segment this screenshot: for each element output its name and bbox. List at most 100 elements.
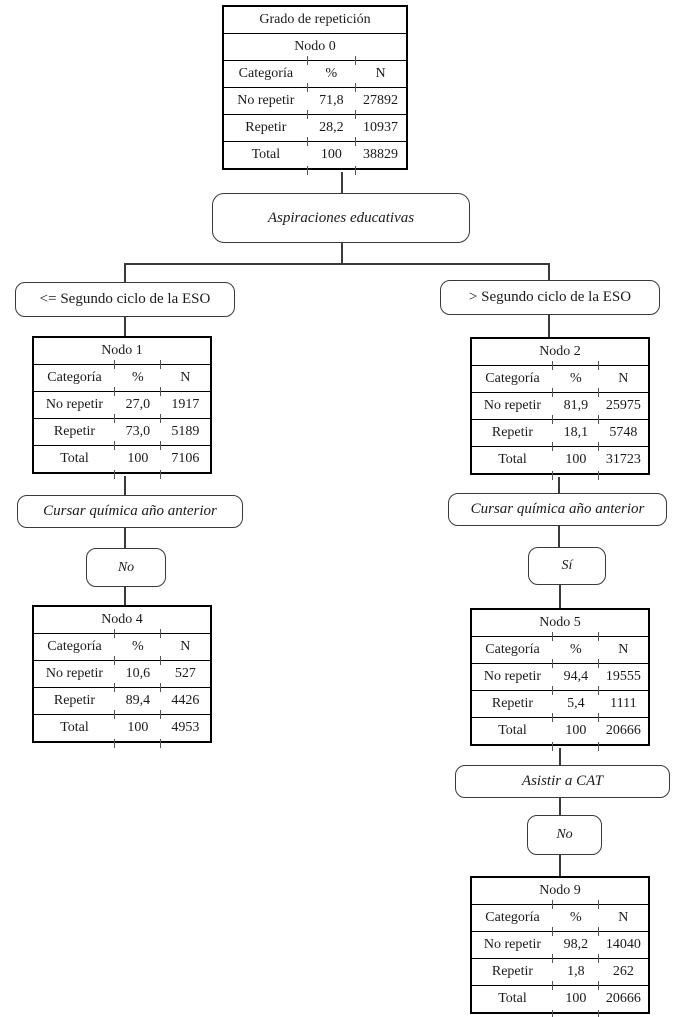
column-header-categoria: Categoría <box>238 66 294 81</box>
branch-value-label: Sí <box>561 558 573 573</box>
cell-percent: 100 <box>114 441 161 479</box>
cell-category: Total <box>60 720 89 735</box>
table-row: Repetir 28,2 10937 <box>224 110 406 141</box>
table-row: Repetir 1,8 262 <box>472 954 648 985</box>
cell-n: 38829 <box>354 137 406 175</box>
column-header-categoria: Categoría <box>485 371 540 386</box>
column-header-percent: % <box>114 360 161 391</box>
connector-line <box>124 317 126 336</box>
branch-condition-left: <= Segundo ciclo de la ESO <box>15 282 235 317</box>
split-variable-label: Asistir a CAT <box>521 773 604 789</box>
node-1-id: Nodo 1 <box>101 343 143 358</box>
column-header-n: N <box>160 629 210 660</box>
cell-percent: 18,1 <box>552 415 599 446</box>
connector-line <box>548 263 550 280</box>
cell-percent: 94,4 <box>552 659 599 690</box>
cell-category: Repetir <box>53 424 96 439</box>
connector-line <box>124 263 549 265</box>
cell-percent: 71,8 <box>307 83 355 114</box>
cell-category: Repetir <box>491 425 534 440</box>
table-row-total: Total 100 20666 <box>472 713 648 751</box>
cell-percent: 100 <box>552 442 599 480</box>
node-0-table: Grado de repetición Nodo 0 Categoría % N… <box>222 5 408 175</box>
table-row-total: Total 100 20666 <box>472 981 648 1017</box>
cell-n: 20666 <box>598 713 648 751</box>
table-row-total: Total 100 31723 <box>472 442 648 480</box>
node-9-id: Nodo 9 <box>539 883 581 898</box>
cell-n: 14040 <box>598 927 648 958</box>
node-2-table: Nodo 2 Categoría % N No repetir 81,9 259… <box>470 337 650 480</box>
connector-line <box>559 855 561 876</box>
node-4-id: Nodo 4 <box>101 612 143 627</box>
cell-n: 27892 <box>354 83 406 114</box>
split-variable-label: Cursar química año anterior <box>470 501 645 517</box>
column-header-n: N <box>598 632 648 663</box>
cell-n: 10937 <box>354 110 406 141</box>
split-variable-quimica-right: Cursar química año anterior <box>448 493 667 526</box>
branch-value-si: Sí <box>528 547 606 585</box>
split-variable-label: Cursar química año anterior <box>43 503 217 519</box>
connector-line <box>124 528 126 548</box>
node-4-table: Nodo 4 Categoría % N No repetir 10,6 527… <box>32 605 212 748</box>
split-variable-cat: Asistir a CAT <box>455 765 670 798</box>
cell-n: 31723 <box>598 442 648 480</box>
table-row: No repetir 81,9 25975 <box>472 388 648 419</box>
cell-category: Repetir <box>245 120 287 135</box>
cell-percent: 100 <box>307 137 355 175</box>
branch-condition-label: <= Segundo ciclo de la ESO <box>39 291 211 307</box>
cell-percent: 100 <box>552 981 599 1017</box>
cell-category: No repetir <box>45 397 104 412</box>
cell-percent: 100 <box>552 713 599 751</box>
table-header-row: Categoría % N <box>472 361 648 392</box>
cell-n: 7106 <box>160 441 210 479</box>
node-5-table: Nodo 5 Categoría % N No repetir 94,4 195… <box>470 608 650 751</box>
cell-percent: 73,0 <box>114 414 161 445</box>
connector-line <box>558 477 560 493</box>
branch-value-no-left: No <box>86 548 166 587</box>
connector-line <box>558 526 560 547</box>
tree-title: Grado de repetición <box>259 12 371 27</box>
table-row: No repetir 94,4 19555 <box>472 659 648 690</box>
branch-value-label: No <box>556 827 573 842</box>
cell-category: Total <box>498 991 527 1006</box>
connector-line <box>559 748 561 765</box>
branch-value-no-right: No <box>527 815 602 855</box>
cell-category: Total <box>60 451 89 466</box>
cell-n: 5748 <box>598 415 648 446</box>
table-header-row: Categoría % N <box>34 629 210 660</box>
column-header-percent: % <box>552 632 599 663</box>
column-header-percent: % <box>307 56 355 87</box>
table-row-total: Total 100 4953 <box>34 710 210 748</box>
cell-percent: 28,2 <box>307 110 355 141</box>
connector-line <box>124 263 126 282</box>
cell-percent: 98,2 <box>552 927 599 958</box>
table-row: No repetir 27,0 1917 <box>34 387 210 418</box>
cell-percent: 1,8 <box>552 954 599 985</box>
column-header-categoria: Categoría <box>47 370 102 385</box>
column-header-categoria: Categoría <box>485 910 540 925</box>
node-0-id: Nodo 0 <box>224 33 406 60</box>
column-header-percent: % <box>114 629 161 660</box>
split-variable-aspiraciones: Aspiraciones educativas <box>212 193 470 243</box>
node-1-table: Nodo 1 Categoría % N No repetir 27,0 191… <box>32 336 212 479</box>
branch-condition-right: > Segundo ciclo de la ESO <box>440 280 660 315</box>
connector-line <box>559 585 561 608</box>
cell-category: Total <box>251 147 281 162</box>
cell-category: No repetir <box>483 937 542 952</box>
cell-percent: 100 <box>114 710 161 748</box>
cell-n: 262 <box>598 954 648 985</box>
connector-line <box>548 315 550 337</box>
column-header-percent: % <box>552 361 599 392</box>
table-header-row: Categoría % N <box>224 56 406 87</box>
cell-category: Repetir <box>491 964 534 979</box>
column-header-n: N <box>598 900 648 931</box>
table-header-row: Categoría % N <box>34 360 210 391</box>
cell-category: Repetir <box>491 696 534 711</box>
cell-percent: 10,6 <box>114 656 161 687</box>
cell-n: 20666 <box>598 981 648 1017</box>
cell-category: No repetir <box>237 93 295 108</box>
cell-category: Total <box>498 452 527 467</box>
table-header-row: Categoría % N <box>472 900 648 931</box>
node-9-table: Nodo 9 Categoría % N No repetir 98,2 140… <box>470 876 650 1017</box>
